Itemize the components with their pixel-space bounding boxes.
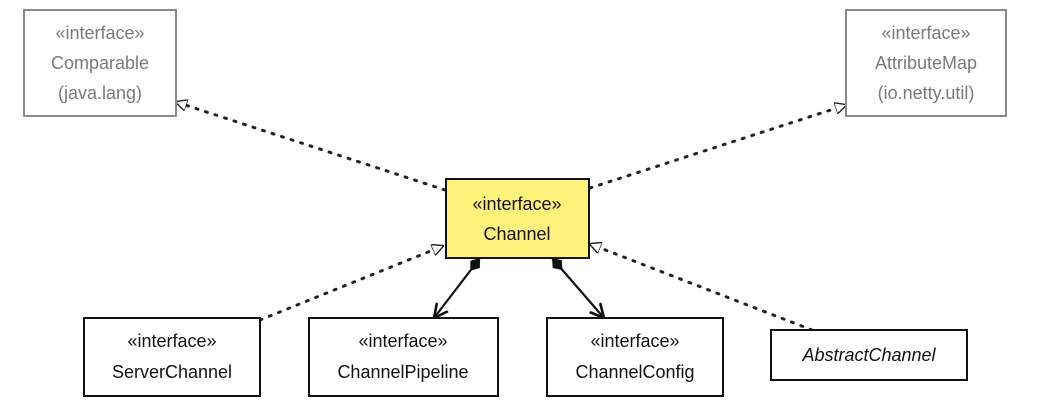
channelconfig-stereotype: «interface» xyxy=(590,331,679,351)
abstractchannel-class-box: AbstractChannel xyxy=(770,329,968,381)
attributemap-stereotype: «interface» xyxy=(881,23,970,43)
abstractchannel-name: AbstractChannel xyxy=(801,345,936,365)
comparable-stereotype: «interface» xyxy=(55,23,144,43)
attributemap-name: AttributeMap xyxy=(875,53,977,73)
attributemap-package: (io.netty.util) xyxy=(878,83,975,103)
attributemap-realization-line xyxy=(588,105,846,190)
channel-stereotype: «interface» xyxy=(472,194,561,214)
serverchannel-name: ServerChannel xyxy=(112,362,232,382)
channelpipeline-name: ChannelPipeline xyxy=(337,362,468,382)
channel-interface-box: «interface» Channel xyxy=(445,178,590,259)
serverchannel-stereotype: «interface» xyxy=(127,331,216,351)
abstractchannel-realization-line xyxy=(590,244,814,332)
serverchannel-realization-line xyxy=(258,246,443,322)
channelpipeline-stereotype: «interface» xyxy=(358,331,447,351)
serverchannel-interface-box: «interface» ServerChannel xyxy=(83,317,261,397)
channelconfig-composition-line xyxy=(551,257,604,318)
channel-name: Channel xyxy=(483,224,550,244)
channelpipeline-composition-line xyxy=(434,257,481,318)
channelconfig-interface-box: «interface» ChannelConfig xyxy=(546,317,724,397)
comparable-interface-box: «interface» Comparable (java.lang) xyxy=(23,9,177,117)
channelconfig-name: ChannelConfig xyxy=(575,362,694,382)
relationships xyxy=(176,102,846,332)
comparable-realization-line xyxy=(176,102,447,192)
channelpipeline-interface-box: «interface» ChannelPipeline xyxy=(308,317,499,397)
attributemap-interface-box: «interface» AttributeMap (io.netty.util) xyxy=(845,9,1007,117)
comparable-name: Comparable xyxy=(51,53,149,73)
comparable-package: (java.lang) xyxy=(58,83,142,103)
